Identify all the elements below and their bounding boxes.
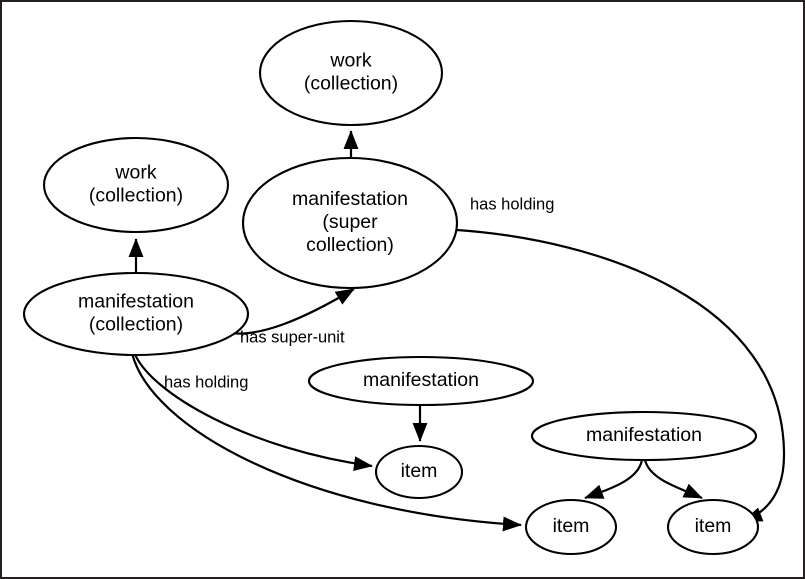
node-label: (collection) — [89, 314, 183, 336]
node-label: (collection) — [89, 185, 183, 207]
edge-manifestation-super-collection-to-item-lower-right — [456, 228, 786, 523]
node-label: collection) — [306, 234, 394, 256]
node-item-middle[interactable]: item — [374, 444, 464, 500]
edge-manifestation-right-to-item-lower-left — [584, 459, 644, 500]
node-shape — [666, 498, 760, 556]
edge-label: has holding — [164, 373, 248, 391]
node-label: manifestation — [78, 291, 194, 313]
node-label: manifestation — [586, 424, 702, 446]
node-label: item — [401, 460, 438, 482]
node-shape — [530, 410, 758, 462]
edge-label: has holding — [470, 195, 554, 213]
node-label: work — [114, 162, 156, 184]
node-label: (collection) — [304, 73, 398, 95]
node-shape — [42, 136, 230, 234]
node-label: manifestation — [292, 188, 408, 210]
edge-manifestation-collection-to-item-lower-left — [130, 352, 522, 532]
node-shape — [22, 271, 250, 357]
edge-manifestation-right-to-item-lower-right — [643, 459, 703, 500]
node-label: manifestation — [363, 369, 479, 391]
node-label: item — [695, 515, 732, 537]
edges-layer — [128, 130, 786, 532]
node-shape — [524, 498, 618, 556]
node-work-collection-top[interactable]: work(collection) — [258, 19, 444, 127]
node-manifestation-middle[interactable]: manifestation — [307, 355, 535, 407]
node-work-collection-left[interactable]: work(collection) — [42, 136, 230, 234]
node-item-lower-right[interactable]: item — [666, 498, 760, 556]
edge-manifestation-collection-to-item-middle — [132, 351, 373, 472]
node-shape — [258, 19, 444, 127]
nodes-layer: work(collection)work(collection)manifest… — [22, 19, 760, 556]
edge-labels-layer: has super-unit has holding has holding — [164, 195, 554, 391]
node-manifestation-collection[interactable]: manifestation(collection) — [22, 271, 250, 357]
edge-label: has super-unit — [240, 328, 345, 346]
node-shape — [374, 444, 464, 500]
node-item-lower-left[interactable]: item — [524, 498, 618, 556]
node-label: work — [329, 50, 371, 72]
node-label: (super — [322, 211, 378, 233]
edge-manifestation-collection-to-manifestation-super-collection — [229, 288, 355, 335]
node-shape — [307, 355, 535, 407]
node-manifestation-right[interactable]: manifestation — [530, 410, 758, 462]
node-shape — [241, 156, 459, 290]
node-label: item — [553, 515, 590, 537]
